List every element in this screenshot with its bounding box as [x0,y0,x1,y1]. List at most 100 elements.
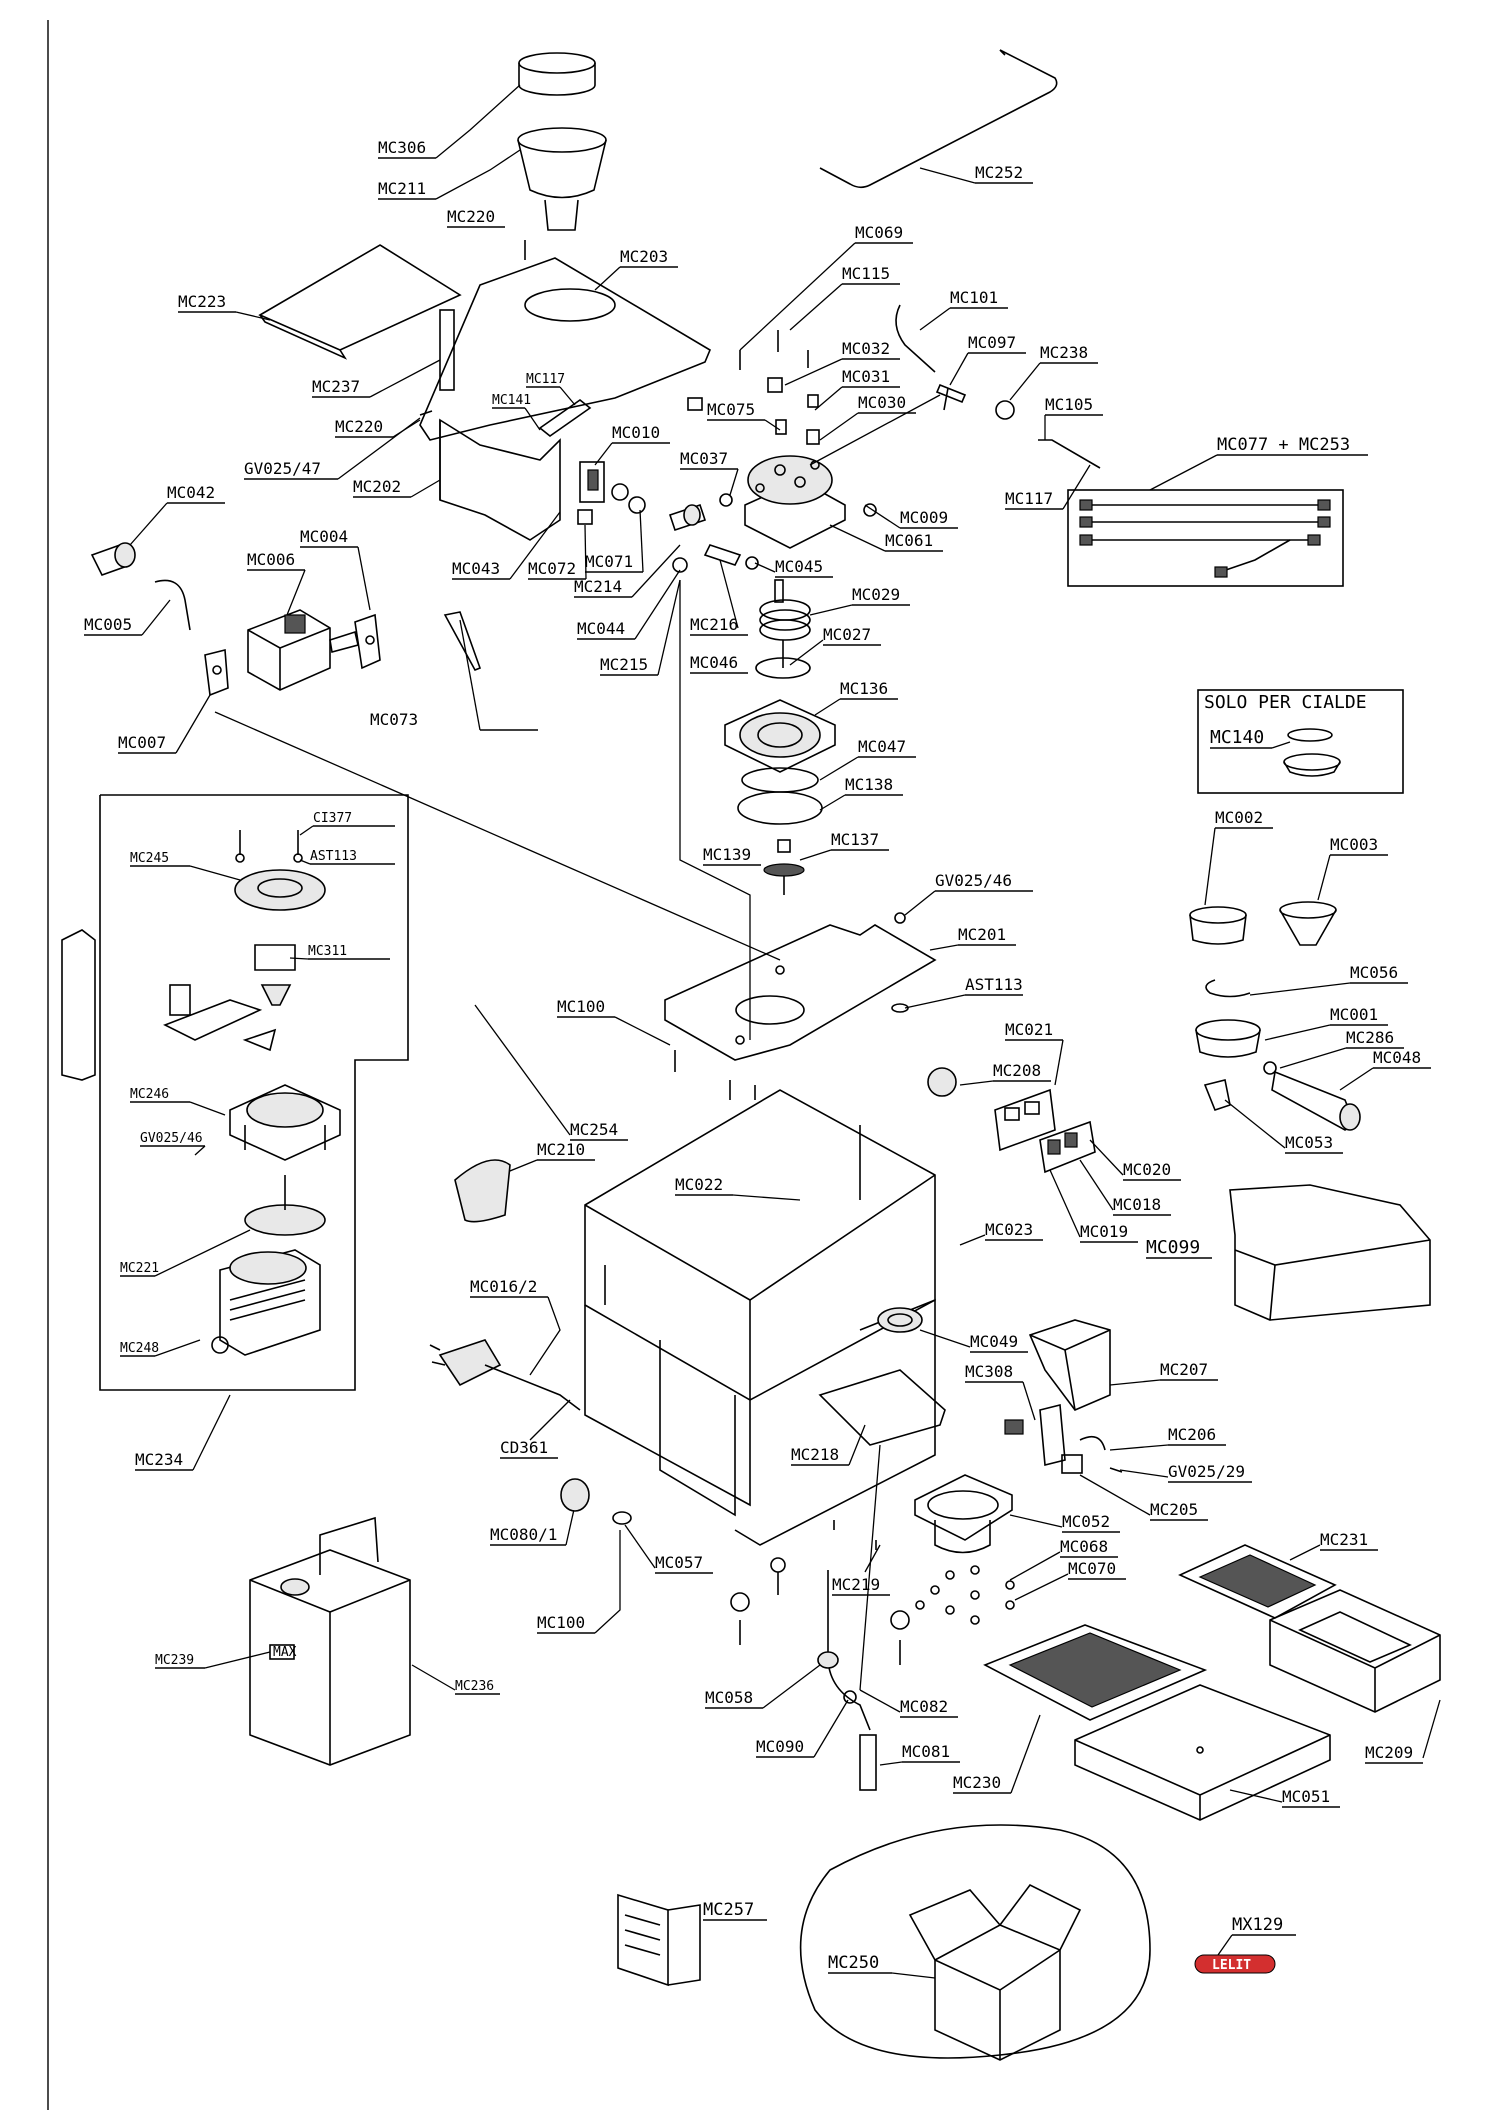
label-mc101: MC101 [950,288,998,307]
label-mc139: MC139 [703,845,751,864]
solo-per-cialde-note: SOLO PER CIALDE [1204,692,1367,713]
label-mc220-mid: MC220 [335,417,383,436]
micro-switch-mc205 [1061,1454,1083,1474]
label-mc211: MC211 [378,179,426,198]
label-mc021: MC021 [1005,1020,1053,1039]
screw-mc137 [777,839,791,853]
label-mc029: MC029 [852,585,900,604]
label-mc048: MC048 [1373,1048,1421,1067]
label-mc019: MC019 [1080,1222,1128,1241]
screw-gv025-46 [894,912,906,924]
body-frame-mc254 [584,1089,936,1546]
tap-mc073 [443,611,482,672]
element-mc029 [759,579,811,641]
label-mc223: MC223 [178,292,226,311]
foot-mc057 [612,1511,632,1525]
pump-mc006 [247,609,359,691]
label-mc075: MC075 [707,400,755,419]
label-mc009: MC009 [900,508,948,527]
shower-mc139 [763,863,805,877]
switch-plate-mc021 [994,1088,1056,1152]
grinder-bracket [163,984,277,1052]
manual-mc257 [617,1893,701,1987]
drip-guard-mc210 [454,1159,511,1223]
hoses-mc077 [1079,499,1331,578]
washer-ast113 [891,1003,909,1013]
label-mc219: MC219 [832,1575,880,1594]
label-mc022: MC022 [675,1175,723,1194]
tee-mc097 [935,383,967,411]
motor-mc248 [211,1249,321,1356]
hose-mc005 [154,579,191,631]
leader-pump-plate [214,711,781,961]
label-mc069: MC069 [855,223,903,242]
solenoid-valve-mc010 [579,461,605,503]
label-mc230: MC230 [953,1773,1001,1792]
water-tank-mc236: MAX [249,1516,411,1766]
label-ast113-grinder: AST113 [310,849,357,864]
label-mc216: MC216 [690,615,738,634]
label-mc031: MC031 [842,367,890,386]
grinder-housing-mc202 [439,418,561,541]
label-mc070: MC070 [1068,1559,1116,1578]
group-head-mc136 [724,699,836,773]
label-mc257: MC257 [703,1900,754,1920]
label-mc073: MC073 [370,710,418,729]
grid-mc230 [983,1624,1208,1721]
label-mc044: MC044 [577,619,625,638]
grinder-body-mc246 [229,1084,341,1161]
label-mc027: MC027 [823,625,871,644]
label-mc115: MC115 [842,264,890,283]
screws-base [730,1520,910,1665]
nut-mc105 [1038,439,1101,469]
base-plate-mc201 [664,924,937,1061]
label-mc141: MC141 [492,393,531,408]
oring-mc045 [745,556,759,570]
box-solo-per-cialde [1197,689,1404,794]
boiler-mc061 [744,455,846,549]
hoses-box [1067,489,1344,587]
label-mc047: MC047 [858,737,906,756]
label-mc254: MC254 [570,1120,618,1139]
tee-mc214 [668,503,707,532]
hopper-mc211 [517,127,607,231]
knob-mc080 [560,1478,590,1512]
label-mc037: MC037 [680,449,728,468]
bracket-mc007 [204,648,229,697]
label-mc234: MC234 [135,1450,183,1469]
tray-mc051 [1074,1684,1331,1821]
label-mc003: MC003 [1330,835,1378,854]
label-mc239: MC239 [155,1653,194,1668]
label-mc020: MC020 [1123,1160,1171,1179]
switches-mc020 [1039,1120,1096,1174]
label-mc100-top: MC100 [557,997,605,1016]
label-mc042: MC042 [167,483,215,502]
label-mc140: MC140 [1210,727,1264,748]
label-mc068: MC068 [1060,1537,1108,1556]
fitting-mc238 [995,400,1015,420]
label-mc207: MC207 [1160,1360,1208,1379]
label-mc286: MC286 [1346,1028,1394,1047]
filter-basket-mc003 [1279,901,1337,946]
label-mx129: MX129 [1232,1915,1283,1935]
leader-group-base [679,580,751,1040]
burr-ring-mc245 [234,830,326,911]
label-mc138: MC138 [845,775,893,794]
packaging-outline [799,1824,1151,2059]
label-mc032: MC032 [842,339,890,358]
label-mc248: MC248 [120,1341,159,1356]
label-mc231: MC231 [1320,1530,1368,1549]
label-mc220-top: MC220 [447,207,495,226]
bracket-mc218 [818,1369,946,1446]
part-mc071b [611,483,629,501]
ring-mc049 [877,1307,923,1333]
label-mc214: MC214 [574,577,622,596]
label-mc208: MC208 [993,1061,1041,1080]
label-gv025-46: GV025/46 [935,871,1012,890]
handle-mc048 [1271,1070,1361,1131]
label-gv025-47: GV025/47 [244,459,321,478]
label-mc105: MC105 [1045,395,1093,414]
label-mc202: MC202 [353,477,401,496]
label-mc016-2: MC016/2 [470,1277,537,1296]
